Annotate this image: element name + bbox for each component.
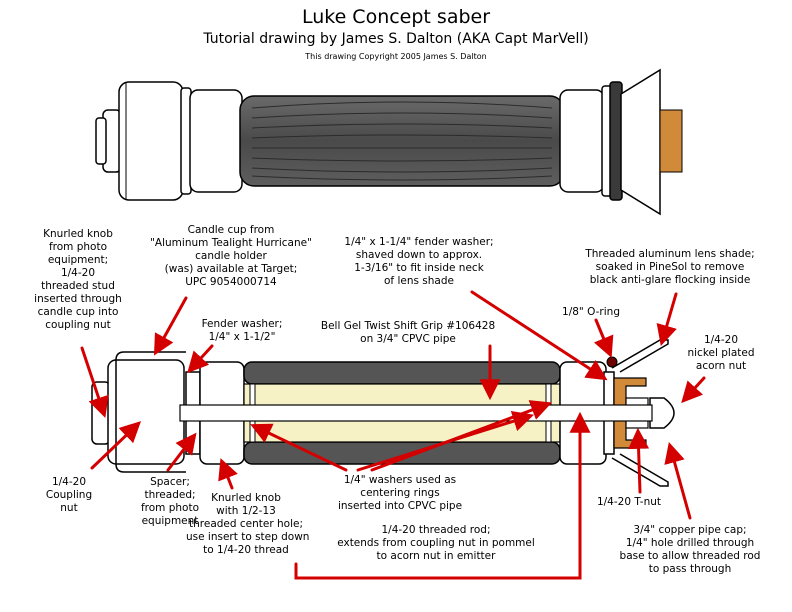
copyright-notice: This drawing Copyright 2005 James S. Dal… — [305, 52, 487, 61]
arrow-threaded-rod — [294, 411, 591, 580]
label-coupling-nut: 1/4-20 Coupling nut — [45, 476, 93, 514]
label-knurled-knob-stud: Knurled knob from photo equipment; 1/4-2… — [34, 228, 122, 331]
arrow-washer-left — [250, 423, 348, 472]
label-acorn-nut: 1/4-20 nickel plated acorn nut — [687, 334, 755, 372]
exterior-lens-shade — [620, 68, 661, 216]
arrow-knurled-knob-center — [218, 458, 238, 490]
arrow-t-nut — [628, 427, 650, 494]
arrow-pipe-cap — [664, 441, 692, 520]
arrow-coupling-nut — [90, 421, 142, 470]
label-pipe-cap: 3/4" copper pipe cap; 1/4" hole drilled … — [619, 524, 761, 575]
arrow-knurled-knob-stud — [80, 346, 109, 418]
label-lens-shade: Threaded aluminum lens shade; soaked in … — [585, 248, 755, 286]
label-fender-washer-large: 1/4" x 1-1/4" fender washer; shaved down… — [344, 236, 494, 287]
section-grip-top — [243, 361, 561, 385]
arrow-lens-shade — [656, 292, 678, 347]
label-o-ring: 1/8" O-ring — [562, 306, 620, 318]
label-centering-washers: 1/4" washers used as centering rings ins… — [337, 474, 463, 512]
arrow-candle-cup — [153, 296, 188, 356]
saber-exterior-view — [95, 68, 683, 216]
label-t-nut: 1/4-20 T-nut — [596, 496, 662, 508]
label-fender-washer-small: Fender washer; 1/4" x 1-1/2" — [201, 318, 283, 343]
diagram-subtitle: Tutorial drawing by James S. Dalton (AKA… — [203, 31, 589, 47]
leader-arrows — [80, 290, 706, 580]
arrow-fender-washer-large — [470, 290, 608, 381]
arrow-washer-right — [370, 400, 552, 472]
section-candle-cup — [115, 351, 186, 473]
arrow-spacer — [166, 432, 197, 472]
label-grip: Bell Gel Twist Shift Grip #106428 on 3/4… — [320, 320, 496, 345]
arrow-o-ring — [593, 318, 614, 358]
arrow-fender-washer-small — [187, 344, 214, 374]
saber-cross-section — [91, 339, 675, 487]
label-threaded-rod: 1/4-20 threaded rod; extends from coupli… — [337, 524, 535, 562]
label-candle-cup: Candle cup from "Aluminum Tealight Hurri… — [150, 224, 312, 288]
section-acorn-nut — [649, 397, 675, 429]
section-o-ring — [606, 356, 618, 368]
section-copper-cap — [613, 377, 647, 449]
diagram-title: Luke Concept saber — [301, 6, 491, 28]
arrow-acorn-nut — [681, 376, 706, 404]
label-knurled-knob-center: Knurled knob with 1/2-13 threaded center… — [186, 492, 310, 556]
label-spacer: Spacer; threaded; from photo equipment — [140, 476, 200, 527]
exterior-pommel-cup — [118, 81, 184, 201]
